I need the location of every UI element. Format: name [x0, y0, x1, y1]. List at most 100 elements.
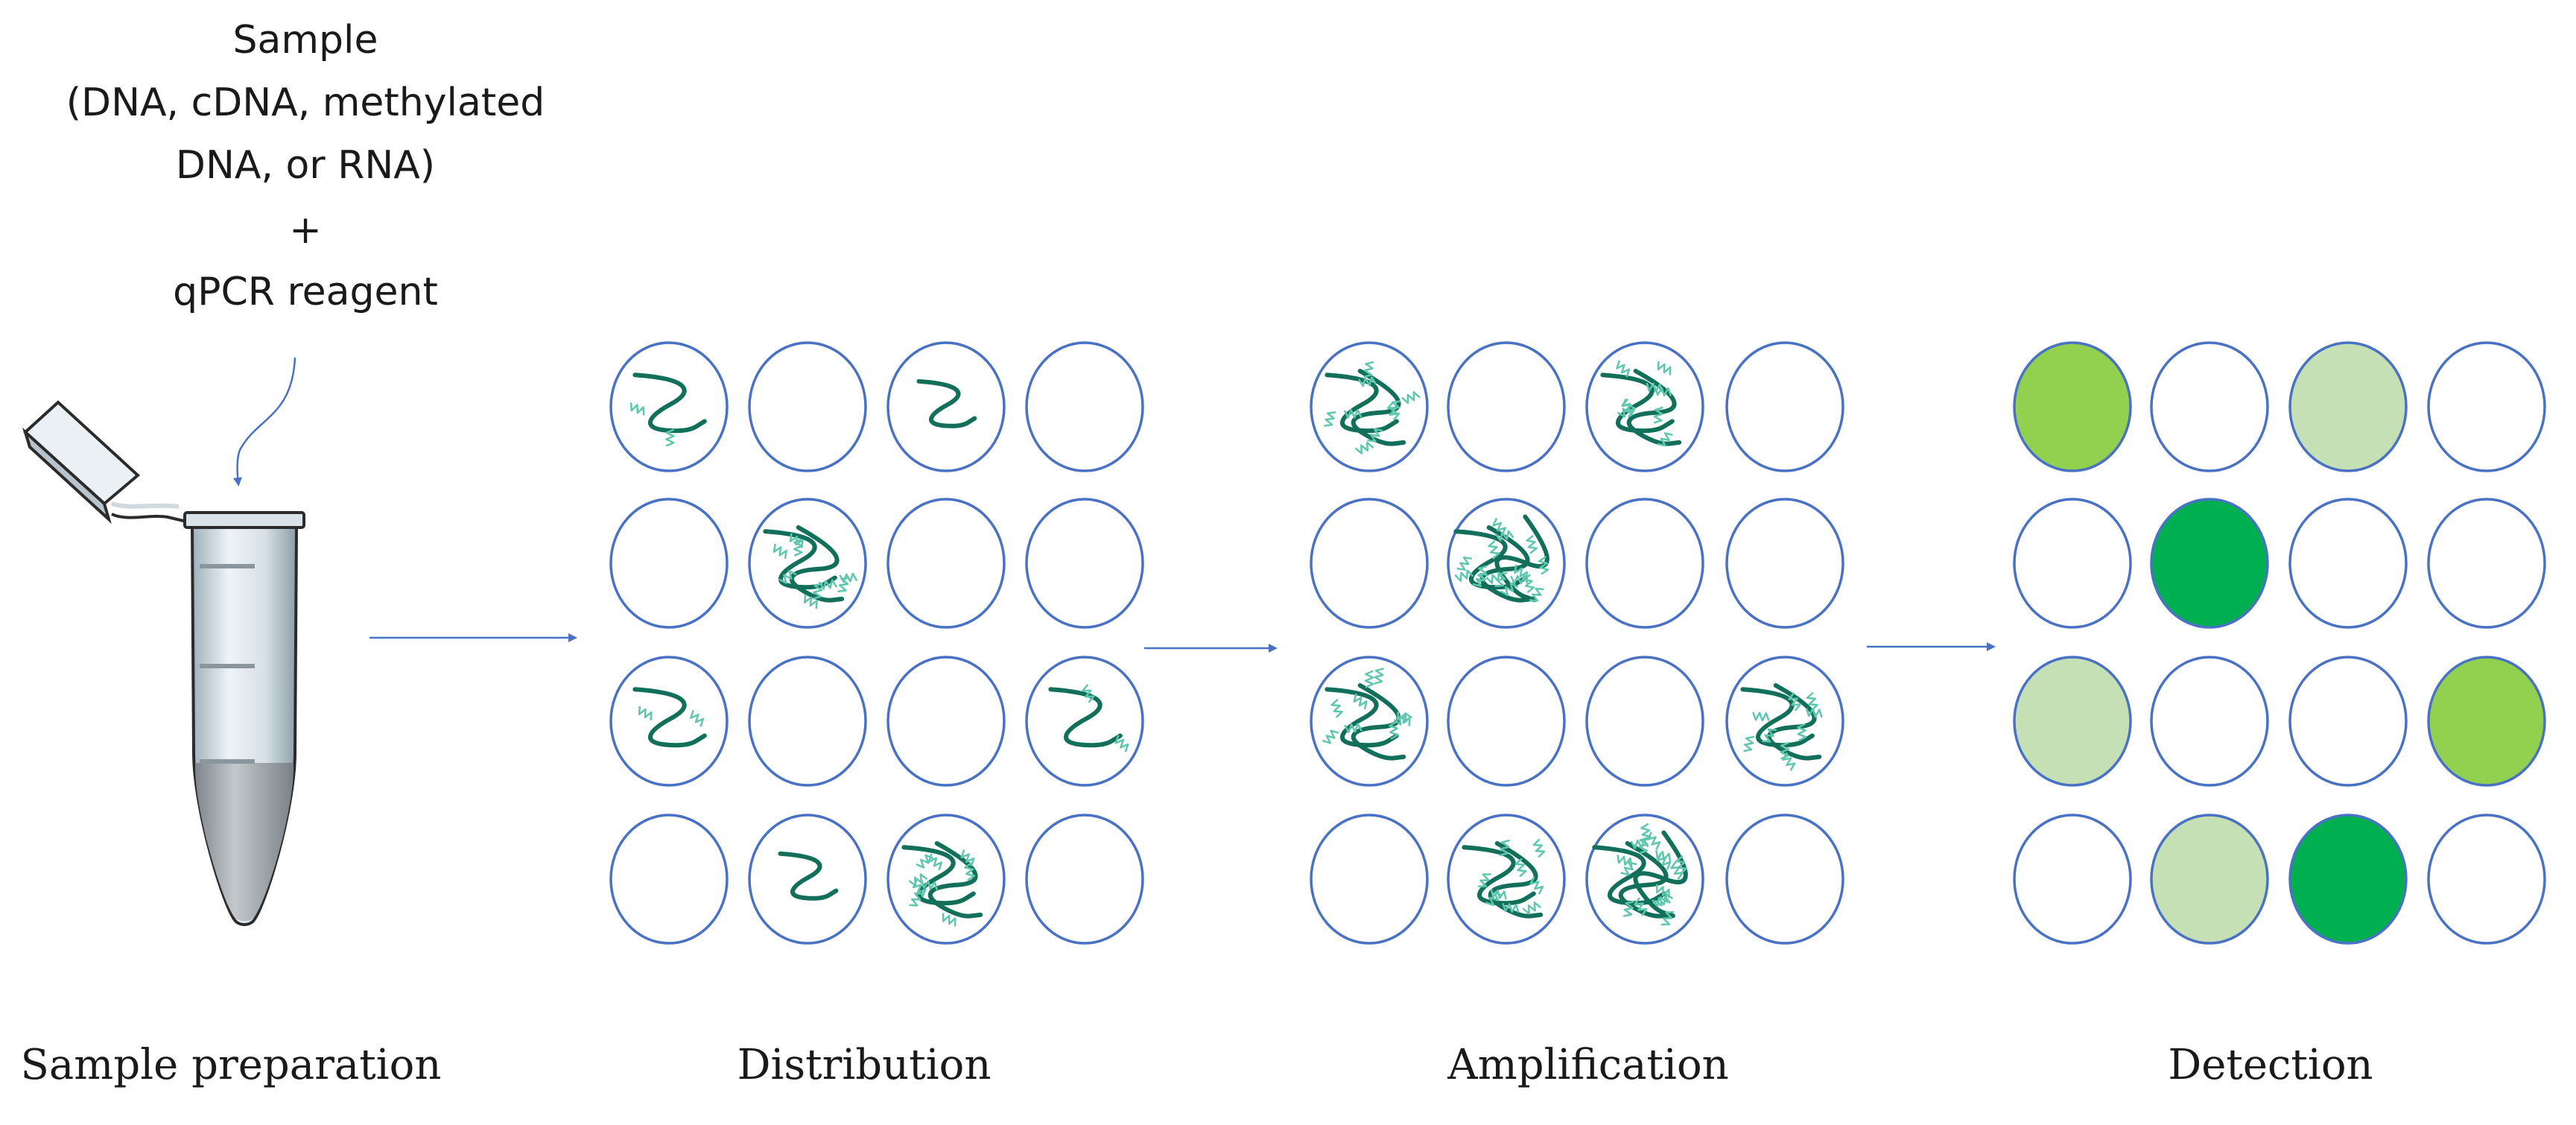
dna-amplicon: [1797, 723, 1807, 742]
dna-amplicon: [690, 709, 705, 727]
dna-amplicon: [789, 533, 804, 548]
dna-amplicon: [1494, 571, 1508, 588]
dna-amplicon: [1389, 400, 1401, 416]
well-outline: [1447, 814, 1566, 945]
amplification-well: [1725, 814, 1844, 945]
dna-amplicon: [803, 594, 818, 609]
distribution-well: [886, 656, 1006, 787]
well-outline: [886, 498, 1006, 629]
well-outline: [1025, 814, 1144, 945]
dna-amplicon: [1526, 534, 1538, 554]
dna-amplicon: [1654, 893, 1674, 907]
well-outline: [1585, 656, 1704, 787]
distribution-well: [1025, 498, 1144, 629]
dna-amplicon: [839, 572, 858, 583]
amplification-well: [1585, 341, 1704, 472]
distribution-well-grid: [609, 341, 1144, 945]
well-outline: [1585, 498, 1704, 629]
amplification-well: [1725, 498, 1844, 629]
well-outline: [2427, 498, 2546, 629]
dna-amplicon: [1367, 428, 1383, 443]
dna-amplicon: [1762, 728, 1777, 743]
well-outline: [1025, 341, 1144, 472]
distribution-well: [886, 814, 1006, 945]
dna-amplicon: [916, 854, 934, 869]
dna-amplicon: [1494, 530, 1514, 542]
dna-amplicon: [1514, 858, 1527, 878]
detection-well: [2427, 656, 2546, 787]
well-outline: [2427, 814, 2546, 945]
dna-amplicon: [1743, 735, 1755, 752]
well-outline: [748, 498, 867, 629]
amplification-well: [1310, 341, 1429, 472]
well-outline: [1310, 341, 1429, 472]
amplification-well: [1447, 814, 1566, 945]
dna-amplicon: [1500, 582, 1519, 597]
dna-strand: [1626, 368, 1682, 446]
distribution-well: [609, 656, 729, 787]
label-sample-preparation: Sample preparation: [20, 1041, 442, 1089]
dna-amplicon: [1670, 861, 1684, 881]
dna-strand: [1488, 841, 1544, 919]
distribution-well: [886, 498, 1006, 629]
dna-strand: [763, 529, 837, 590]
dna-amplicon: [1353, 693, 1368, 710]
dna-amplicon: [1357, 376, 1377, 387]
amplification-well-grid: [1310, 341, 1844, 945]
distribution-well: [609, 498, 729, 629]
distribution-well: [886, 341, 1006, 472]
distribution-well: [1025, 341, 1144, 472]
detection-well: [2288, 814, 2408, 945]
well-outline: [2288, 814, 2408, 945]
detection-well-grid: [2013, 341, 2546, 945]
detection-well: [2013, 341, 2132, 472]
sample-line-1: Sample: [232, 18, 378, 63]
detection-well: [2288, 656, 2408, 787]
dna-amplicon: [1529, 587, 1544, 602]
dna-amplicon: [1617, 855, 1633, 867]
dna-amplicon: [1657, 361, 1672, 375]
well-outline: [1585, 341, 1704, 472]
dna-amplicon: [1514, 564, 1529, 580]
well-outline: [2150, 498, 2269, 629]
dna-strand: [916, 378, 977, 428]
dna-amplicon: [909, 892, 924, 907]
detection-well: [2427, 498, 2546, 629]
dna-strand: [1048, 687, 1123, 748]
dna-amplicon: [1657, 432, 1673, 447]
dna-amplicon: [1344, 723, 1363, 734]
dna-amplicon: [1499, 839, 1510, 857]
microcentrifuge-tube-icon: [22, 400, 305, 926]
well-outline: [886, 814, 1006, 945]
dna-amplicon: [1538, 556, 1549, 575]
label-detection: Detection: [2168, 1041, 2373, 1089]
dna-strand: [1592, 845, 1666, 906]
well-outline: [2013, 814, 2132, 945]
dna-amplicon: [1456, 556, 1472, 571]
well-outline: [1725, 656, 1844, 787]
dna-amplicon: [1634, 897, 1648, 916]
dna-amplicon: [1656, 884, 1670, 899]
dna-amplicon: [1488, 539, 1500, 560]
detection-well: [2150, 814, 2269, 945]
amplification-well: [1585, 656, 1704, 787]
dna-amplicon: [1523, 574, 1535, 594]
detection-well: [2150, 498, 2269, 629]
detection-well: [2427, 341, 2546, 472]
dna-amplicon: [1492, 517, 1506, 536]
dna-amplicon: [960, 849, 975, 867]
dna-amplicon: [1322, 729, 1339, 744]
well-outline: [2427, 656, 2546, 787]
well-outline: [2150, 814, 2269, 945]
amplification-well: [1310, 656, 1429, 787]
sample-line-3: DNA, or RNA): [175, 143, 436, 188]
well-outline: [2013, 656, 2132, 787]
dna-amplicon: [1638, 837, 1649, 855]
well-outline: [2150, 341, 2269, 472]
detection-well: [2013, 498, 2132, 629]
dna-amplicon: [1389, 720, 1399, 740]
well-outline: [1447, 341, 1566, 472]
label-distribution: Distribution: [737, 1041, 992, 1089]
well-outline: [748, 656, 867, 787]
dna-strand: [1633, 830, 1688, 919]
